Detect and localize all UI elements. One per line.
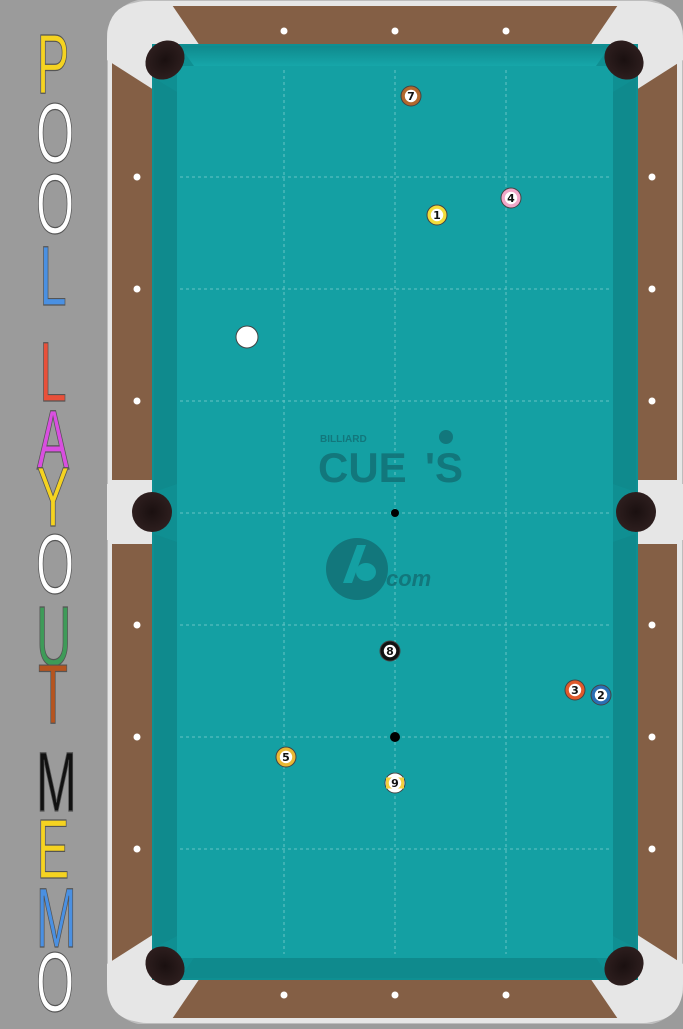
pool-table: BILLIARD CUE 'S com 1 2 3 4 5 7 8 9: [107, 0, 683, 1024]
logo-ball-icon: [439, 430, 453, 444]
ball-9[interactable]: 9: [384, 772, 406, 794]
wood-rail-left-lower: [112, 544, 154, 964]
ball-number-label: 3: [571, 684, 579, 697]
ball-number-label: 9: [391, 777, 399, 790]
wood-rail-top: [160, 6, 625, 46]
title-letter-6: A: [36, 393, 70, 487]
pockets: [132, 40, 656, 986]
logo-small-text: BILLIARD: [320, 434, 367, 445]
ball-number-disc: [404, 89, 418, 103]
pocket-side-right: [616, 492, 656, 532]
ball-number-disc: [388, 776, 402, 790]
ball-5[interactable]: 5: [275, 746, 297, 768]
pocket-top-right: [604, 40, 644, 80]
cues-logo: BILLIARD CUE 'S com: [318, 430, 463, 600]
ball-body: [235, 325, 259, 349]
ball-number-disc: [568, 683, 582, 697]
pocket-bottom-right: [604, 946, 644, 986]
cushion-left-lower: [154, 534, 177, 948]
title-letter-12: E: [36, 802, 70, 896]
ball-number-disc: [430, 208, 444, 222]
title-letter-14: O: [36, 935, 75, 1029]
pocket-side-left: [132, 492, 172, 532]
ball-number-disc: [279, 750, 293, 764]
title-letter-7: Y: [36, 450, 70, 544]
title-letter-4: L: [39, 229, 67, 323]
title-letter-10: T: [38, 647, 68, 741]
ball-number-label: 2: [597, 689, 605, 702]
ball-number-disc: [594, 688, 608, 702]
title-letter-2: O: [36, 86, 75, 180]
ball-number-disc: [383, 644, 397, 658]
ball-4[interactable]: 4: [500, 187, 522, 209]
ball-number-label: 5: [282, 751, 290, 764]
ball-number-disc: [504, 191, 518, 205]
title-letter-9: U: [36, 589, 72, 683]
wood-rail-left-upper: [112, 60, 154, 480]
ball-number-label: 8: [386, 645, 394, 658]
wood-rail-right-upper: [635, 60, 677, 480]
center-spot: [391, 509, 399, 517]
title-letter-1: P: [36, 17, 70, 111]
ball-number-label: 4: [507, 192, 515, 205]
title-letter-3: O: [36, 157, 75, 251]
cushion-right-lower: [613, 534, 636, 948]
ball-2[interactable]: 2: [590, 684, 612, 706]
logo-main-text: CUE: [318, 444, 407, 491]
pocket-top-left: [145, 40, 185, 80]
ball-1[interactable]: 1: [426, 204, 448, 226]
ball-8[interactable]: 8: [379, 640, 401, 662]
cushion-bottom: [180, 958, 610, 978]
cushion-left-upper: [154, 78, 177, 492]
title-letter-5: L: [39, 325, 67, 419]
ball-3[interactable]: 3: [564, 679, 586, 701]
ball-number-label: 1: [433, 209, 441, 222]
rail-diamonds: [133, 27, 656, 999]
ball-7[interactable]: 7: [400, 85, 422, 107]
pocket-bottom-left: [145, 946, 185, 986]
cue-ball[interactable]: [235, 325, 259, 349]
wood-rail-bottom: [160, 978, 625, 1018]
foot-spot: [390, 732, 400, 742]
logo-sub-text: com: [386, 566, 431, 591]
ball-number-label: 7: [407, 90, 415, 103]
cushion-right-upper: [613, 78, 636, 492]
balls-layer: 1 2 3 4 5 7 8 9: [235, 85, 612, 794]
logo-apos-text: 'S: [425, 444, 463, 491]
wood-rail-right-lower: [635, 544, 677, 964]
cushion-top: [180, 46, 610, 66]
title-letter-8: O: [36, 517, 75, 611]
title-letter-11: M: [36, 735, 77, 829]
